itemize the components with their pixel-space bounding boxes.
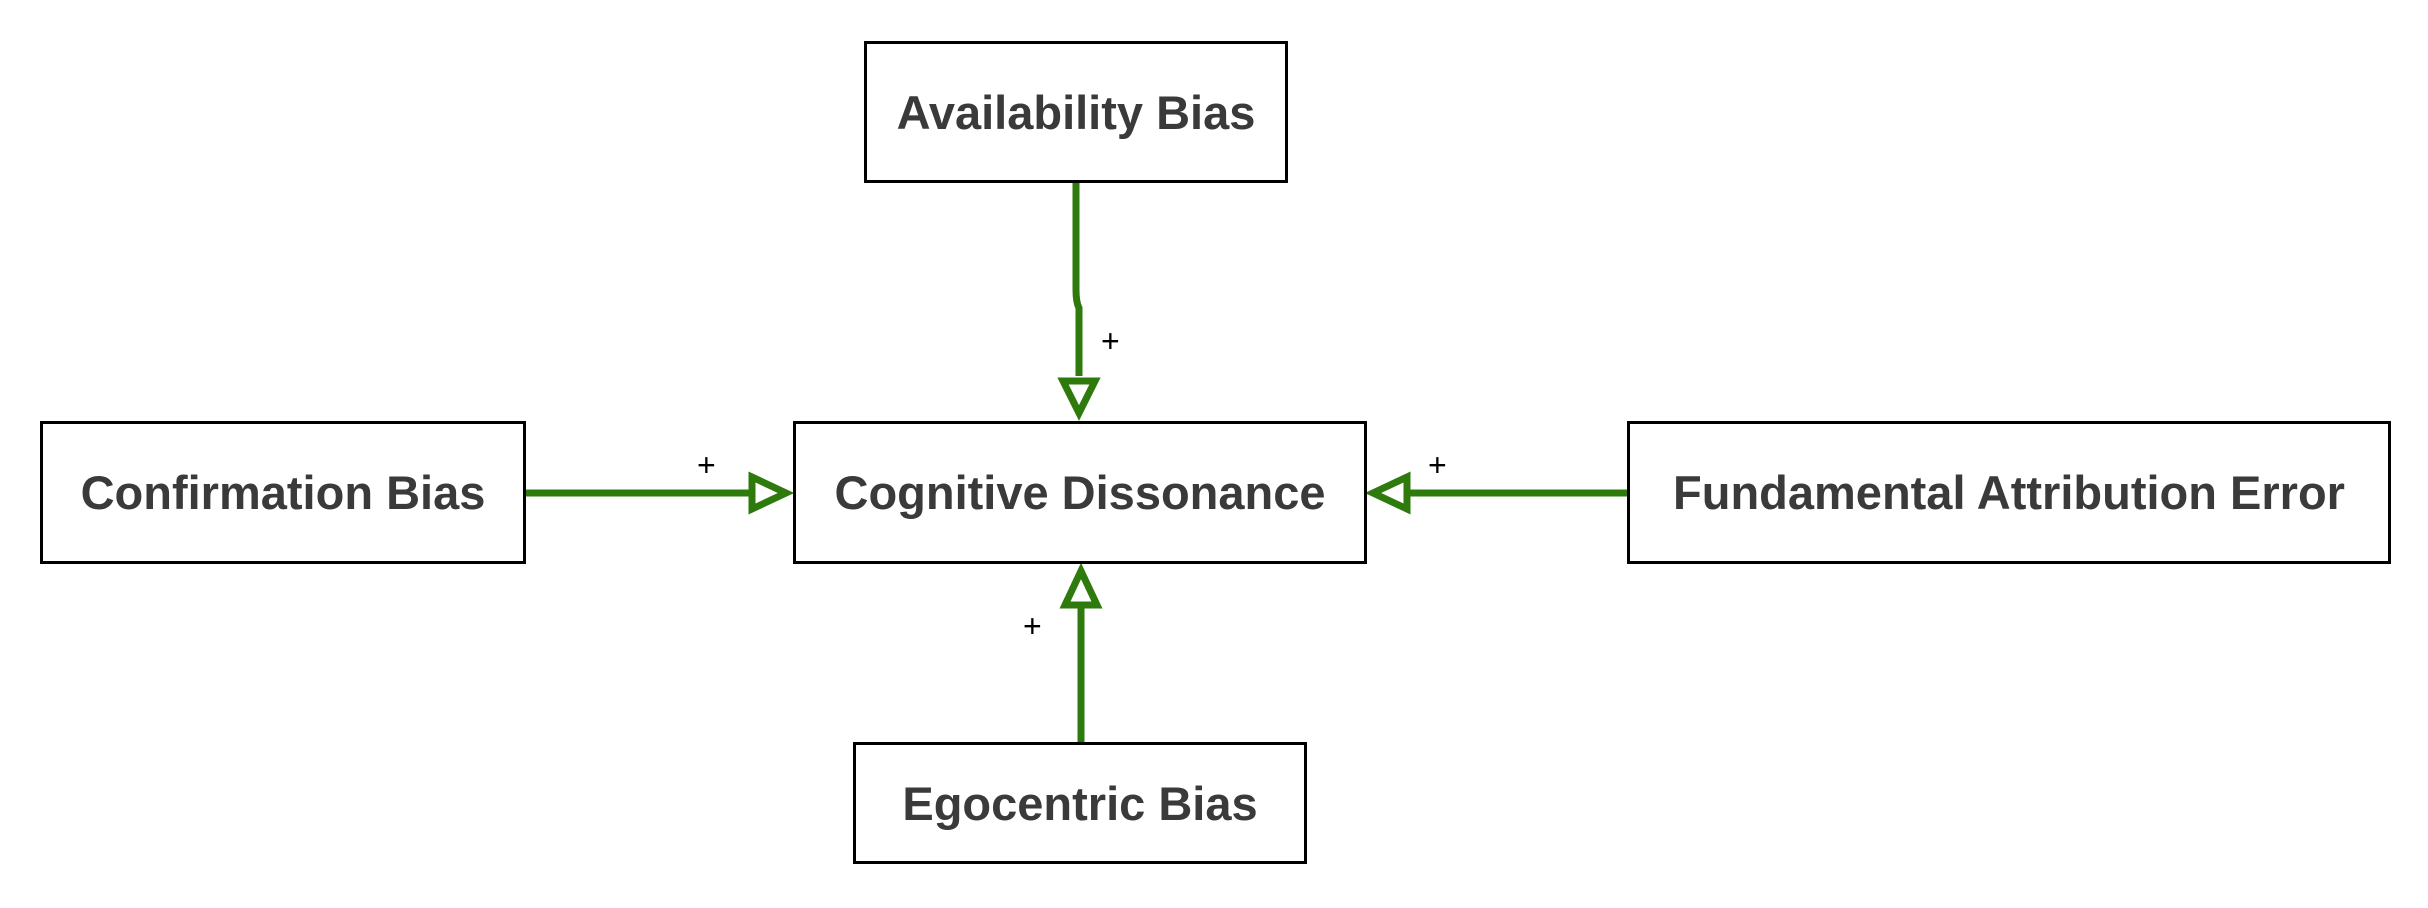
node-label: Availability Bias bbox=[896, 85, 1256, 139]
arrowhead-icon bbox=[748, 471, 795, 515]
edge-sign-confirmation: + bbox=[697, 447, 716, 483]
node-fundamental-attribution-error: Fundamental Attribution Error bbox=[1627, 421, 2391, 564]
edge-fundamental-to-cognitive: + bbox=[1364, 447, 1627, 515]
edge-sign-fundamental: + bbox=[1428, 447, 1447, 483]
node-label: Confirmation Bias bbox=[80, 466, 486, 519]
node-availability-bias: Availability Bias bbox=[864, 41, 1288, 183]
arrowhead-icon bbox=[1059, 562, 1103, 609]
node-label: Fundamental Attribution Error bbox=[1673, 466, 2345, 519]
edge-availability-to-cognitive: + bbox=[1057, 183, 1120, 421]
edge-sign-egocentric: + bbox=[1023, 608, 1042, 644]
edge-confirmation-to-cognitive: + bbox=[526, 447, 795, 515]
node-egocentric-bias: Egocentric Bias bbox=[853, 742, 1307, 864]
node-label: Egocentric Bias bbox=[902, 776, 1258, 830]
arrowhead-icon bbox=[1364, 471, 1411, 515]
arrowhead-icon bbox=[1057, 377, 1101, 421]
edge-sign-availability: + bbox=[1101, 323, 1120, 359]
node-label: Cognitive Dissonance bbox=[834, 466, 1326, 519]
edge-egocentric-to-cognitive: + bbox=[1023, 562, 1103, 742]
node-cognitive-dissonance: Cognitive Dissonance bbox=[793, 421, 1367, 564]
node-confirmation-bias: Confirmation Bias bbox=[40, 421, 526, 564]
